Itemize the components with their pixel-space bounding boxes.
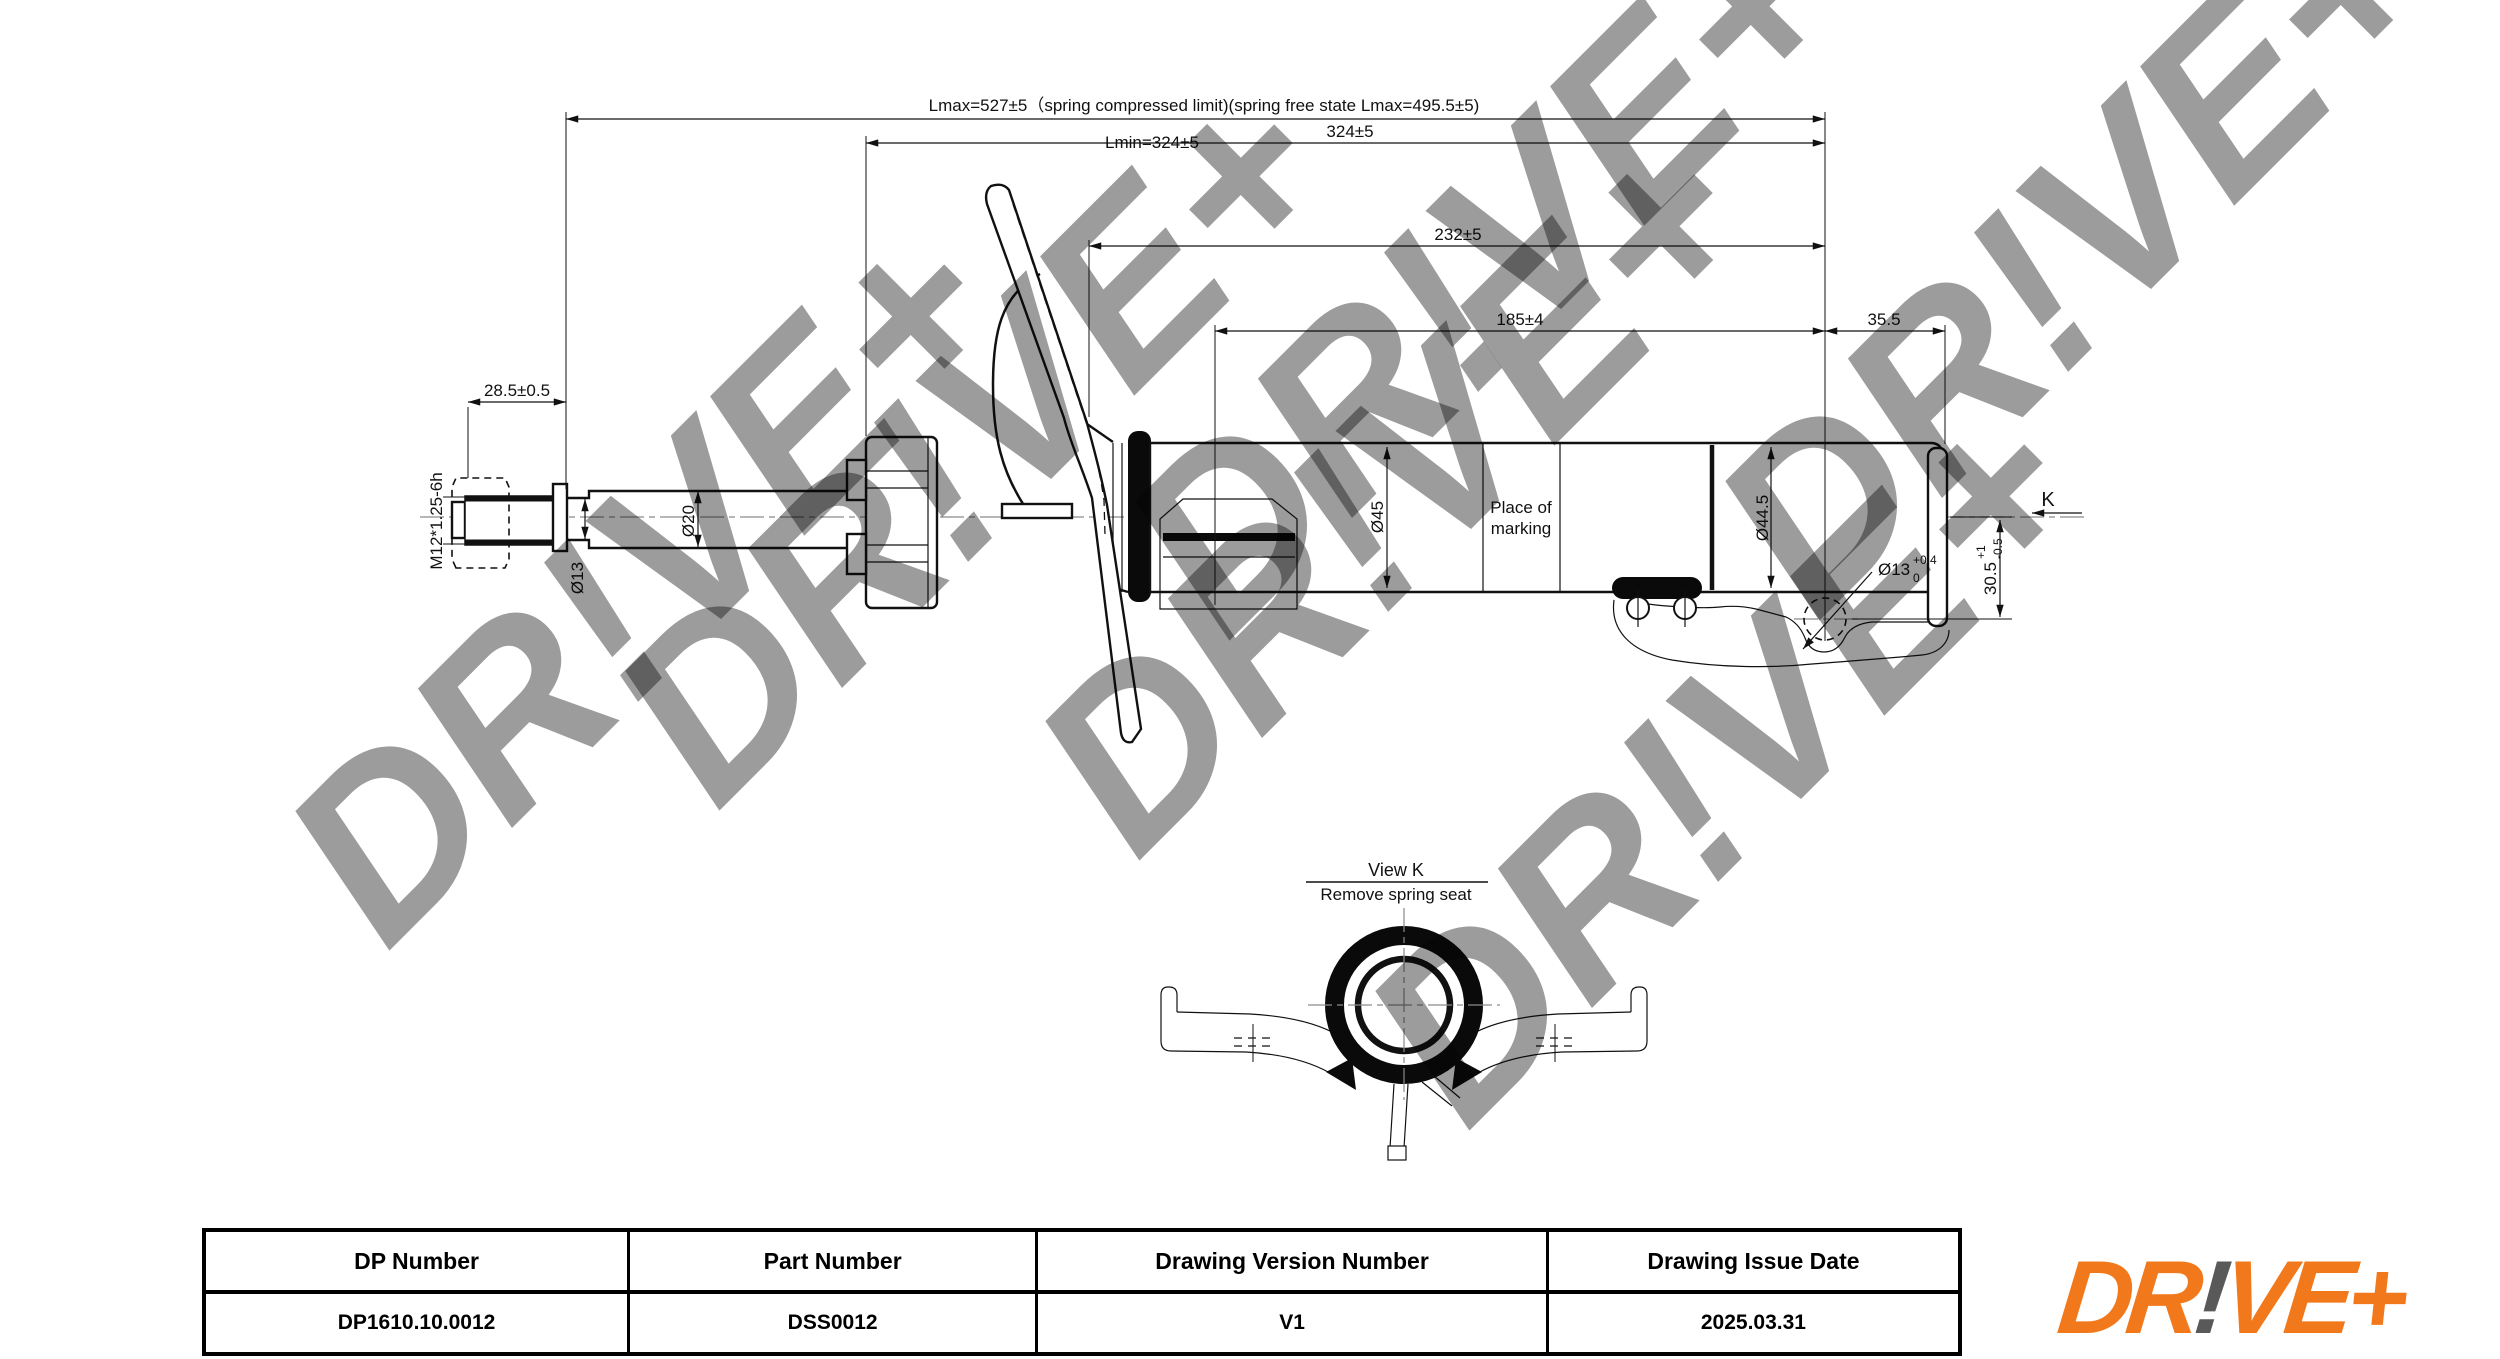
dim-lmax-label: Lmax=527±5（spring compressed limit)(spri… <box>929 96 1480 115</box>
thread-label: M12*1.25-6h <box>427 472 446 569</box>
body-dia44-5-label: Ø44.5 <box>1753 495 1772 541</box>
view-k-subtitle: Remove spring seat <box>1320 885 1471 904</box>
svg-text:+0.4: +0.4 <box>1913 553 1937 567</box>
rod-dia13-label: Ø13 <box>568 562 587 594</box>
end-cap <box>1926 446 1949 628</box>
table-header-issue-date: Drawing Issue Date <box>1545 1232 1958 1290</box>
svg-text:Ø13: Ø13 <box>1878 560 1910 579</box>
table-value-issue-date: 2025.03.31 <box>1545 1290 1958 1352</box>
table-header-part-number: Part Number <box>627 1232 1035 1290</box>
spring-end <box>991 272 1041 508</box>
hole-dia-label: Ø13 +0.4 0 <box>1878 553 1937 585</box>
dim-lmin-label: Lmin=324±5 <box>1105 133 1199 152</box>
nut-hidden-outline <box>451 477 510 569</box>
marking-label-2: marking <box>1491 519 1551 538</box>
brand-logo: DR!VE+ <box>1960 1236 2500 1359</box>
table-header-dp-number: DP Number <box>354 1247 479 1274</box>
arm-dashes <box>1234 1024 1574 1062</box>
svg-text:+1: +1 <box>1974 545 1988 559</box>
rod-dia20-label: Ø20 <box>679 505 698 537</box>
table-value-part-number: DSS0012 <box>627 1290 1036 1352</box>
rod-tip <box>450 500 467 540</box>
title-block-table: DP Number Part Number Drawing Version Nu… <box>202 1228 1962 1356</box>
piston-rod <box>567 489 866 550</box>
svg-text:30.5: 30.5 <box>1981 562 2000 595</box>
table-value-drawing-version: V1 <box>1035 1290 1546 1352</box>
offset-30-5-label: 30.5 +1 -0.5 <box>1974 538 2005 595</box>
dimensions: Lmax=527±5（spring compressed limit)(spri… <box>427 96 2082 650</box>
logo-part-left: DR <box>2052 1239 2202 1356</box>
watermark-layer: DR!VE+ DR!VE+ DR!VE+ DR!VE+ DR!VE+ DR!VE… <box>233 0 2480 1170</box>
washer <box>551 482 569 553</box>
strut-side-view <box>420 183 2086 744</box>
svg-text:-0.5: -0.5 <box>1991 538 2005 559</box>
table-header-drawing-version: Drawing Version Number <box>1035 1232 1546 1290</box>
dim-28-5-label: 28.5±0.5 <box>484 381 550 400</box>
seat-bottom-tab <box>1387 1075 1461 1161</box>
rubber-collar <box>1128 431 1151 602</box>
view-k-title: View K <box>1368 860 1424 880</box>
spring-seat-plate <box>984 183 1143 744</box>
dim-324-label: 324±5 <box>1326 122 1373 141</box>
svg-text:0: 0 <box>1913 571 1920 585</box>
brand-logo-text: DR!VE+ <box>2053 1240 2408 1356</box>
view-k-letter: K <box>2041 489 2055 511</box>
dim-185-label: 185±4 <box>1496 310 1543 329</box>
spring-seat-arms <box>1160 986 1648 1084</box>
clamp-bracket <box>1159 498 1298 610</box>
hole-leader <box>1802 571 1873 650</box>
table-value-dp-number: DP1610.10.0012 <box>206 1290 628 1352</box>
seat-tab <box>1000 502 1074 520</box>
bracket-weld <box>1612 577 1702 599</box>
seat-hidden-edge <box>1012 203 1106 536</box>
logo-part-right: VE+ <box>2216 1239 2408 1356</box>
bump-stop <box>864 435 939 610</box>
dim-35-5-label: 35.5 <box>1867 310 1900 329</box>
dim-232-label: 232±5 <box>1434 225 1481 244</box>
view-k-detail: View K Remove spring seat <box>1160 860 1648 1161</box>
body-dia45-label: Ø45 <box>1368 501 1387 533</box>
marking-label-1: Place of <box>1490 498 1552 517</box>
